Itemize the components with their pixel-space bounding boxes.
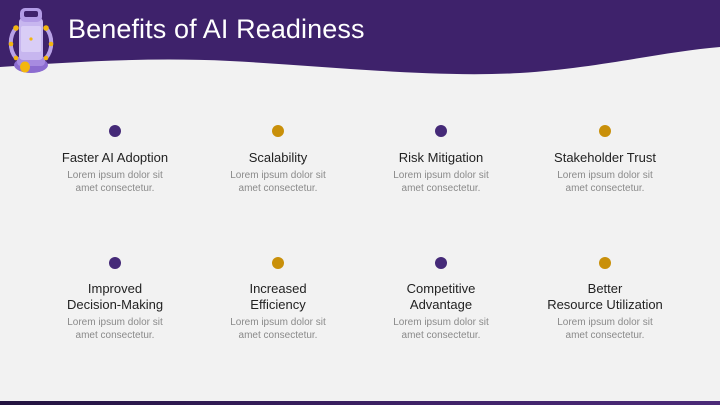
benefit-title: Efficiency <box>250 297 306 312</box>
benefit-description: Lorem ipsum dolor sit <box>557 170 653 181</box>
benefit-description: amet consectetur. <box>238 183 318 194</box>
benefit-title: Stakeholder Trust <box>554 150 656 165</box>
benefit-increased-efficiency: Increased Efficiency Lorem ipsum dolor s… <box>198 257 358 342</box>
benefit-description: amet consectetur. <box>401 183 481 194</box>
bullet-dot-icon <box>435 125 447 137</box>
benefit-title: Competitive <box>406 281 476 296</box>
bullet-dot-icon <box>109 125 121 137</box>
benefit-description: Lorem ipsum dolor sit <box>67 170 163 181</box>
benefit-title: Advantage <box>409 297 473 312</box>
benefit-title: Risk Mitigation <box>398 150 484 165</box>
benefit-description: Lorem ipsum dolor sit <box>230 170 326 181</box>
benefit-description: amet consectetur. <box>75 183 155 194</box>
bottom-accent-bar <box>0 401 720 405</box>
benefit-title: Improved <box>87 281 143 296</box>
bullet-dot-icon <box>599 257 611 269</box>
benefit-title: Scalability <box>248 150 308 165</box>
benefit-competitive-advantage: Competitive Advantage Lorem ipsum dolor … <box>361 257 521 342</box>
bullet-dot-icon <box>272 257 284 269</box>
benefit-better-resource-utilization: Better Resource Utilization Lorem ipsum … <box>525 257 685 342</box>
benefit-risk-mitigation: Risk Mitigation Lorem ipsum dolor sit am… <box>361 125 521 195</box>
benefit-description: Lorem ipsum dolor sit <box>393 170 489 181</box>
bullet-dot-icon <box>272 125 284 137</box>
benefit-description: amet consectetur. <box>401 330 481 341</box>
benefit-description: Lorem ipsum dolor sit <box>230 317 326 328</box>
slide-title: Benefits of AI Readiness <box>68 14 365 44</box>
benefit-description: amet consectetur. <box>238 330 318 341</box>
benefit-scalability: Scalability Lorem ipsum dolor sit amet c… <box>198 125 358 195</box>
benefit-description: Lorem ipsum dolor sit <box>393 317 489 328</box>
benefit-stakeholder-trust: Stakeholder Trust Lorem ipsum dolor sit … <box>525 125 685 195</box>
bullet-dot-icon <box>435 257 447 269</box>
benefit-description: amet consectetur. <box>75 330 155 341</box>
robot-icon <box>8 8 54 73</box>
benefit-improved-decision-making: Improved Decision-Making Lorem ipsum dol… <box>35 257 195 342</box>
benefit-description: Lorem ipsum dolor sit <box>557 317 653 328</box>
benefit-title: Faster AI Adoption <box>61 150 169 165</box>
benefit-faster-ai-adoption: Faster AI Adoption Lorem ipsum dolor sit… <box>35 125 195 195</box>
benefit-title: Resource Utilization <box>547 297 663 312</box>
benefit-title: Decision-Making <box>66 297 164 312</box>
bullet-dot-icon <box>109 257 121 269</box>
header-wave-banner <box>0 0 720 75</box>
benefit-description: amet consectetur. <box>565 183 645 194</box>
benefit-title: Increased <box>249 281 307 296</box>
benefit-description: Lorem ipsum dolor sit <box>67 317 163 328</box>
bullet-dot-icon <box>599 125 611 137</box>
benefit-title: Better <box>587 281 623 296</box>
benefit-description: amet consectetur. <box>565 330 645 341</box>
